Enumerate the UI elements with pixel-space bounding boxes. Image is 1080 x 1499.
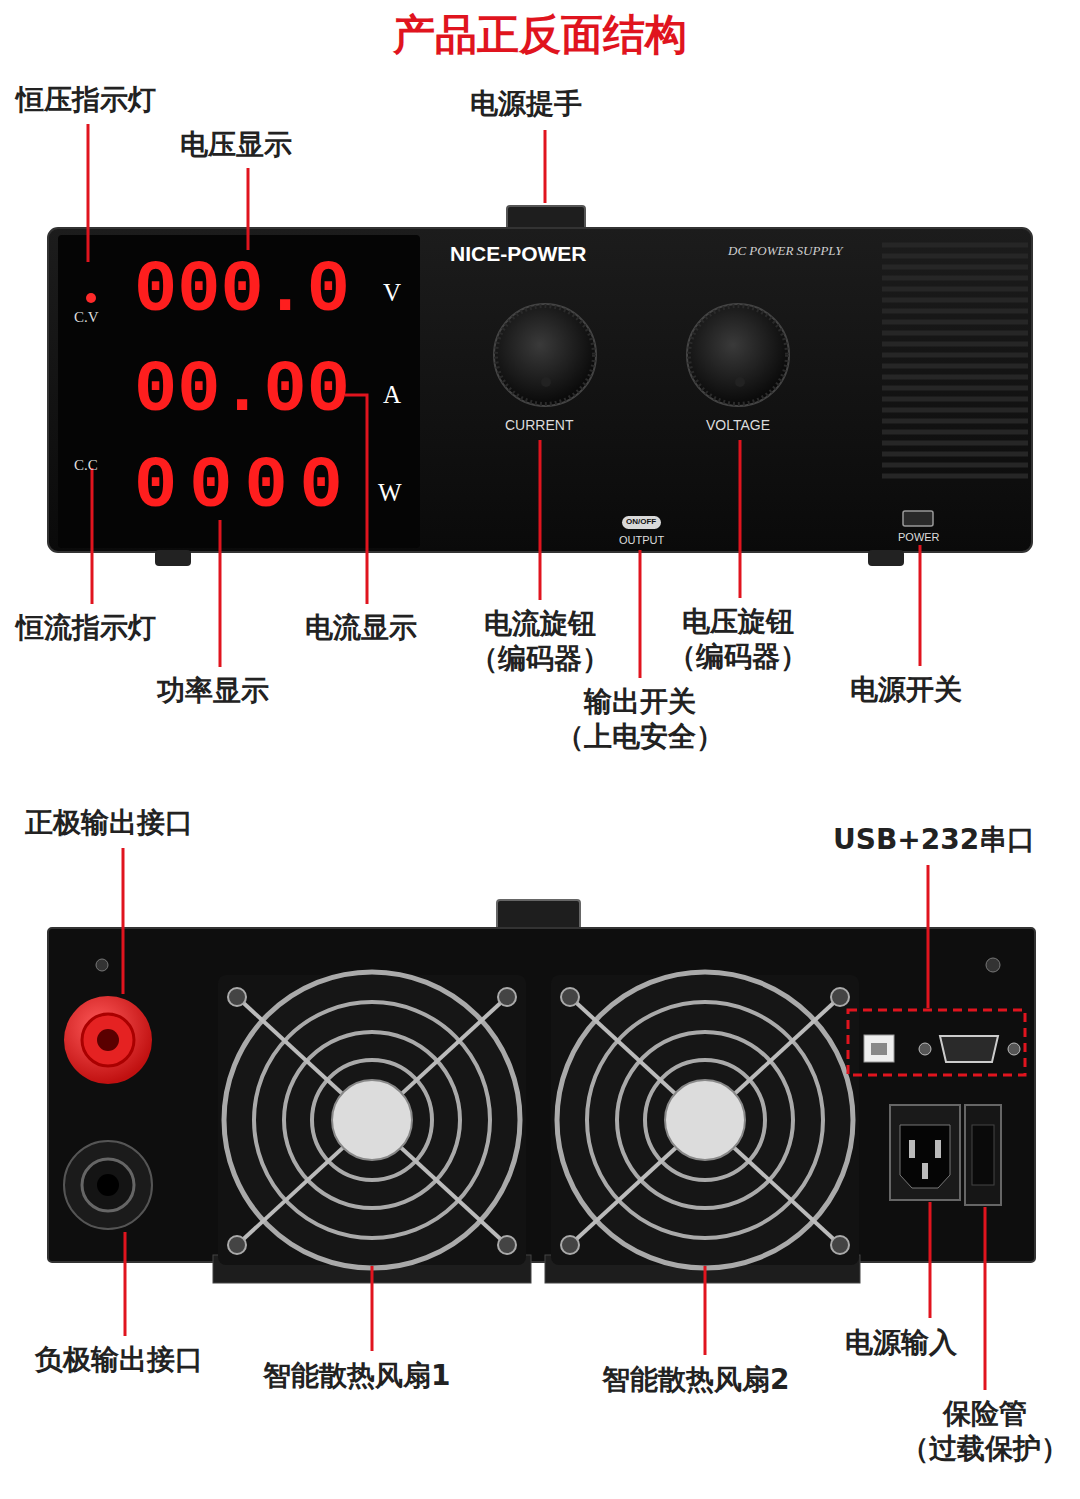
callout-label: 恒压指示灯 [16, 82, 156, 117]
diagram-title: 产品正反面结构 [0, 10, 1080, 60]
rear-housing [48, 928, 1035, 1262]
mode-indicator-label: C.C [74, 457, 98, 474]
callout-label: 保险管 （过载保护） [896, 1396, 1074, 1466]
callout-label: 电源输入 [845, 1325, 957, 1360]
callout-label: 电压显示 [180, 127, 292, 162]
power-inlet [890, 1105, 960, 1200]
output-button: ON/OFF [622, 516, 661, 529]
button-label: OUTPUT [619, 534, 664, 546]
vent-slots [882, 245, 1028, 476]
usb-serial-ports [848, 1010, 1025, 1075]
callout-label: 电源提手 [470, 86, 582, 121]
leader-lines [88, 124, 985, 1390]
cv-indicator [86, 293, 96, 303]
fan-1 [213, 972, 531, 1283]
product-type: DC POWER SUPPLY [728, 244, 843, 258]
fuse-holder [965, 1105, 1001, 1205]
callout-label: 正极输出接口 [25, 805, 193, 840]
callout-label: 功率显示 [157, 673, 269, 708]
rear-view [48, 900, 1035, 1283]
voltage-digits: 000.0 [134, 255, 350, 327]
power-switch [903, 511, 933, 526]
callout-label: 负极输出接口 [35, 1342, 203, 1377]
callout-label: 输出开关 （上电安全） [545, 684, 735, 754]
callout-label: 智能散热风扇2 [602, 1362, 789, 1397]
knob-label: VOLTAGE [706, 418, 770, 433]
knob-label: CURRENT [505, 418, 573, 433]
current-knob [494, 304, 596, 406]
front-panel: NICE-POWER DC POWER SUPPLY CURRENT VOLTAGE O… [48, 228, 1032, 552]
callout-label: USB+232串口 [833, 822, 1035, 857]
switch-label: POWER [898, 531, 940, 543]
brand-name: NICE-POWER [450, 242, 587, 265]
unit-label: A [383, 381, 401, 409]
fan-2 [545, 972, 860, 1283]
unit-label: W [378, 479, 402, 507]
power-digits: 0000 [134, 451, 355, 523]
callout-label: 电流显示 [305, 610, 417, 645]
screw [986, 958, 1000, 972]
mode-indicator-label: C.V [74, 309, 99, 326]
display-panel: C.V 000.0 V 00.00 A C.C 0000 W [58, 235, 420, 548]
current-digits: 00.00 [134, 355, 350, 427]
callout-label: 电源开关 [850, 672, 962, 707]
callout-label: 电流旋钮 （编码器） [460, 606, 620, 676]
negative-terminal [64, 1141, 152, 1229]
button-text: ON/OFF [626, 518, 656, 527]
callout-label: 智能散热风扇1 [263, 1358, 450, 1393]
unit-label: V [383, 279, 401, 307]
foot [868, 550, 904, 566]
screw [96, 959, 108, 971]
voltage-knob [687, 304, 789, 406]
callout-label: 电压旋钮 （编码器） [658, 604, 818, 674]
positive-terminal [64, 996, 152, 1084]
foot [155, 550, 191, 566]
callout-label: 恒流指示灯 [16, 610, 156, 645]
